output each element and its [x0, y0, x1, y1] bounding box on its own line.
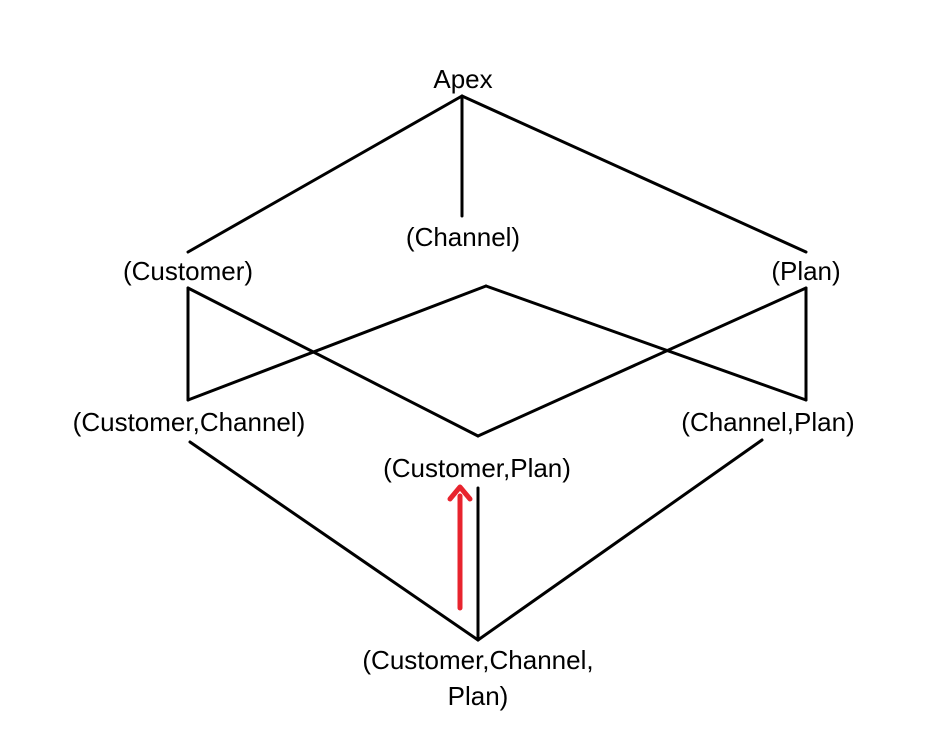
edge-customer-channel-base: [188, 440, 480, 642]
node-customer-channel: (Customer,Channel): [72, 407, 306, 437]
edge-channel-plan-base: [476, 438, 764, 642]
node-base-line1: (Customer,Channel,: [362, 645, 594, 675]
node-channel-plan: (Channel,Plan): [681, 407, 855, 437]
node-customer-channel-plan: (Customer,Channel, Plan): [362, 642, 593, 714]
node-base-line2: Plan): [447, 681, 509, 711]
node-channel: (Channel): [405, 222, 521, 252]
edge-customer-channel-plan: [186, 286, 480, 438]
edge-plan-customer-plan: [476, 286, 808, 438]
arrow-up-icon: [447, 484, 473, 611]
node-customer: (Customer): [122, 256, 254, 286]
node-apex: Apex: [433, 64, 493, 94]
edge-channel-channel-plan: [484, 284, 808, 402]
edge-apex-plan: [460, 94, 808, 254]
node-plan: (Plan): [771, 256, 841, 286]
edge-apex-customer: [186, 94, 464, 254]
node-customer-plan: (Customer,Plan): [383, 453, 571, 483]
edge-channel-customer-channel: [186, 284, 488, 402]
